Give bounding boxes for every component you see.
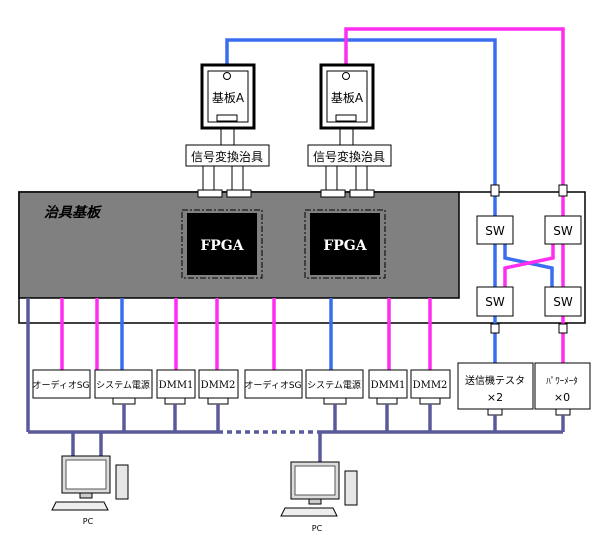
instrument-label: オーディオSG <box>244 379 301 391</box>
instrument-label: DMM1 <box>159 380 194 391</box>
pc-label: PC <box>83 517 94 526</box>
dut-board-label: 基板A <box>212 91 245 105</box>
instrument-label: オーディオSG <box>32 379 89 391</box>
tester-label: 送信機テスタ <box>465 374 525 387</box>
fixture-board-label: 治具基板 <box>44 204 103 221</box>
signal-converter-1: 信号変換治具 <box>185 144 270 167</box>
switch-1: SW <box>476 215 514 245</box>
switch-label: SW <box>553 295 573 309</box>
instrument-audio-sg-1: オーディオSG <box>32 369 91 399</box>
signal-converter-2: 信号変換治具 <box>307 144 392 167</box>
dut-board-label: 基板A <box>331 91 364 105</box>
switch-label: SW <box>485 224 505 238</box>
instrument-label: DMM2 <box>413 380 448 391</box>
gpib-bus <box>28 404 565 462</box>
instrument-dmm2-2: DMM2 <box>410 369 451 399</box>
converter-label: 信号変換治具 <box>191 149 263 164</box>
fpga-label: FPGA <box>200 238 244 254</box>
blue-wire-top <box>225 38 497 185</box>
instrument-system-power-2: システム電源 <box>305 369 364 399</box>
fpga-2: FPGA <box>304 209 386 279</box>
switch-label: SW <box>485 295 505 309</box>
instrument-label: DMM1 <box>371 380 406 391</box>
tester-count: ×2 <box>487 391 503 404</box>
transmitter-tester: 送信機テスタ ×2 <box>457 362 534 410</box>
instrument-dmm2-1: DMM2 <box>198 369 239 399</box>
power-meter: ﾊﾟﾜｰﾒｰﾀ ×0 <box>534 362 591 410</box>
instrument-label: システム電源 <box>307 380 361 391</box>
board-to-instrument-wires <box>26 298 432 432</box>
switch-2: SW <box>544 215 582 245</box>
instrument-label: システム電源 <box>96 380 150 391</box>
pc-2: PC <box>280 461 358 533</box>
instrument-dmm1-2: DMM1 <box>368 369 408 399</box>
instrument-audio-sg-2: オーディオSG <box>244 369 303 399</box>
switch-3: SW <box>476 286 514 317</box>
tester-label: ﾊﾟﾜｰﾒｰﾀ <box>546 376 578 387</box>
switch-label: SW <box>553 224 573 238</box>
instrument-dmm1-1: DMM1 <box>156 369 196 399</box>
dut-board-a-1: 基板A <box>200 63 256 130</box>
pc-label: PC <box>312 524 323 533</box>
instrument-system-power-1: システム電源 <box>94 369 153 399</box>
fpga-label: FPGA <box>323 238 367 254</box>
magenta-wire-top <box>344 27 565 185</box>
dut-board-a-2: 基板A <box>319 63 375 130</box>
instrument-label: DMM2 <box>201 380 236 391</box>
converter-label: 信号変換治具 <box>313 149 385 164</box>
fpga-1: FPGA <box>181 209 263 279</box>
switch-4: SW <box>544 286 582 317</box>
tester-count: ×0 <box>554 391 570 404</box>
pc-1: PC <box>51 455 129 526</box>
